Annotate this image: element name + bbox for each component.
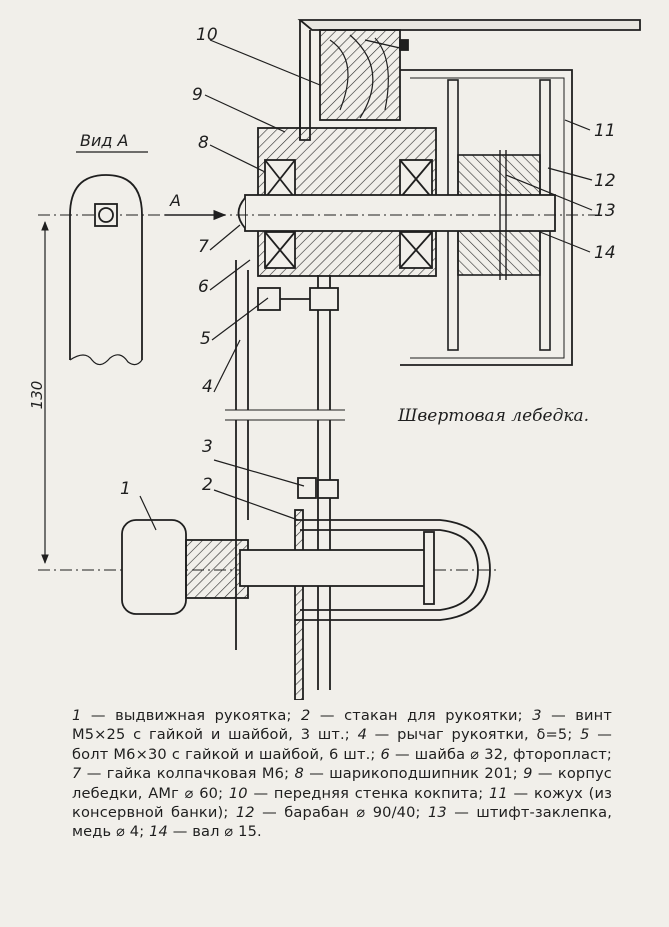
legend-item: 12 — барабан ⌀ 90/40; [235, 804, 421, 822]
callout-3: 3 [202, 437, 213, 457]
view-a-label: Вид А [80, 131, 128, 150]
winch-cover [400, 69, 573, 366]
callout-5: 5 [200, 329, 211, 349]
view-a-detail [69, 174, 143, 366]
callout-1: 1 [120, 479, 131, 499]
arrow-label: А [169, 191, 181, 210]
callout-7: 7 [198, 237, 209, 257]
legend-item: 2 — стакан для рукоятки; [300, 707, 523, 724]
legend-item: 5 — болт М6×30 с гайкой и шайбой, 6 шт.; [72, 726, 612, 763]
cockpit-wall [297, 19, 641, 141]
legend-item: 10 — передняя стенка кокпита; [228, 784, 484, 802]
legend-item: 13 — штифт-заклепка, медь ⌀ 4; [72, 804, 613, 841]
callout-10: 10 [196, 25, 218, 45]
legend-item: 8 — шарикоподшипник 201; [294, 765, 518, 783]
callout-2: 2 [202, 475, 213, 495]
callout-6: 6 [198, 277, 209, 297]
lever-arm [225, 260, 345, 690]
pull-out-handle [121, 519, 435, 615]
figure-title: Швертовая лебедка. [398, 406, 590, 426]
legend-item: 11 — кожух (из консервной банки); [72, 784, 612, 822]
dimension-label: 130 [28, 381, 46, 410]
winch-technical-drawing: 130 Вид А А 10 9 8 7 6 5 4 3 2 1 11 12 1… [28, 19, 641, 700]
legend-item: 14 — вал ⌀ 15. [149, 823, 262, 841]
legend-item: 7 — гайка колпачковая М6; [72, 765, 290, 783]
callout-13: 13 [594, 201, 616, 221]
parts-legend: 1 — выдвижная рукоятка; 2 — стакан для р… [72, 706, 612, 842]
callout-14: 14 [594, 243, 616, 263]
winch-shaft [237, 150, 556, 280]
legend-item: 9 — корпус лебедки, АМг ⌀ 60; [72, 765, 612, 802]
callout-11: 11 [594, 121, 616, 141]
legend-item: 4 — рычаг рукоятки, δ=5; [357, 726, 573, 744]
callout-9: 9 [192, 85, 203, 105]
legend-item: 1 — выдвижная рукоятка; [72, 707, 292, 724]
legend-item: 3 — винт М5×25 с гайкой и шайбой, 3 шт.; [72, 707, 613, 744]
callout-4: 4 [202, 377, 213, 397]
leader-lines [139, 39, 593, 531]
callout-8: 8 [198, 133, 209, 153]
callout-12: 12 [594, 171, 616, 191]
legend-item: 6 — шайба ⌀ 32, фторопласт; [380, 745, 612, 763]
handle-cup [294, 509, 491, 700]
